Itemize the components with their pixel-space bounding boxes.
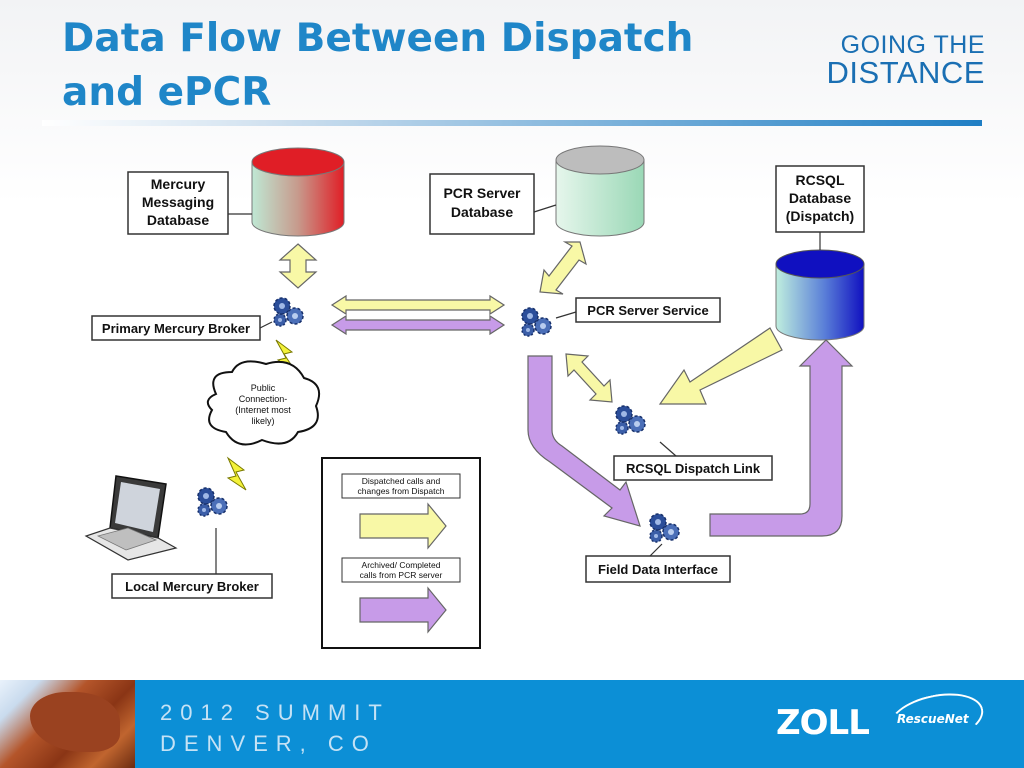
svg-text:RCSQL Dispatch Link: RCSQL Dispatch Link bbox=[626, 461, 761, 476]
legend-archive-arrow bbox=[359, 586, 447, 634]
local-broker-gears-icon bbox=[197, 487, 228, 517]
summit-line-1: 2012 SUMMIT bbox=[160, 700, 390, 725]
rcsql-database-label: RCSQL Database (Dispatch) bbox=[775, 165, 865, 233]
slide-title: Data Flow Between Dispatch and ePCR bbox=[62, 16, 694, 115]
legend-box: Dispatched calls and changes from Dispat… bbox=[321, 457, 481, 649]
svg-text:Field Data Interface: Field Data Interface bbox=[598, 562, 718, 577]
zoll-logo: ZOLL bbox=[776, 703, 870, 743]
svg-text:Archived/ Completed: Archived/ Completed bbox=[362, 560, 441, 570]
svg-text:Database: Database bbox=[789, 190, 851, 206]
service-to-field-purple-arrow bbox=[527, 355, 641, 527]
svg-text:Messaging: Messaging bbox=[142, 194, 214, 210]
laptop-icon bbox=[84, 475, 178, 561]
mercury-database-label: Mercury Messaging Database bbox=[127, 171, 229, 235]
pcr-server-database-cylinder bbox=[555, 145, 645, 237]
rcsql-db-to-link-arrow bbox=[658, 327, 783, 405]
svg-text:Dispatched calls and: Dispatched calls and bbox=[362, 476, 441, 486]
field-interface-gears-icon bbox=[649, 513, 680, 543]
svg-text:RCSQL: RCSQL bbox=[796, 172, 845, 188]
rcsql-database-cylinder bbox=[775, 249, 865, 341]
svg-text:Database: Database bbox=[451, 204, 513, 220]
summit-line-2: DENVER, CO bbox=[160, 731, 377, 756]
pcr-db-service-arrow bbox=[539, 241, 587, 295]
svg-text:PCR Server Service: PCR Server Service bbox=[587, 303, 708, 318]
primary-broker-gears-icon bbox=[273, 297, 304, 327]
lightning-bolt-lower bbox=[226, 456, 247, 491]
internet-cloud-icon: Public Connection- (Internet most likely… bbox=[206, 360, 320, 446]
tagline-logo: GOING THE DISTANCE bbox=[800, 32, 985, 88]
local-broker-label: Local Mercury Broker bbox=[111, 573, 273, 599]
tagline-line-2: DISTANCE bbox=[826, 55, 985, 90]
tagline-line-1: GOING THE bbox=[840, 31, 985, 59]
svg-text:Local Mercury Broker: Local Mercury Broker bbox=[125, 579, 259, 594]
pcr-service-gears-icon bbox=[521, 307, 552, 337]
broker-pcr-yellow-arrow bbox=[330, 294, 506, 316]
svg-text:Primary Mercury Broker: Primary Mercury Broker bbox=[102, 321, 250, 336]
rcsql-link-gears-icon bbox=[615, 405, 646, 435]
title-rule bbox=[42, 120, 982, 126]
svg-text:likely): likely) bbox=[251, 416, 274, 426]
mercury-db-broker-arrow bbox=[278, 243, 318, 289]
footer-bar bbox=[0, 680, 1024, 768]
rcsql-dispatch-link-label: RCSQL Dispatch Link bbox=[613, 455, 773, 481]
broker-pcr-purple-arrow bbox=[330, 314, 506, 336]
svg-text:Database: Database bbox=[147, 212, 209, 228]
svg-text:Mercury: Mercury bbox=[151, 176, 206, 192]
svg-text:(Internet most: (Internet most bbox=[235, 405, 291, 415]
service-rcsql-link-arrow bbox=[565, 353, 613, 403]
svg-text:Public: Public bbox=[251, 383, 276, 393]
summit-caption: 2012 SUMMIT DENVER, CO bbox=[160, 697, 390, 759]
legend-dispatch-arrow bbox=[359, 502, 447, 550]
primary-broker-label: Primary Mercury Broker bbox=[91, 315, 261, 341]
svg-text:(Dispatch): (Dispatch) bbox=[786, 208, 854, 224]
climber-photo bbox=[0, 680, 135, 768]
field-to-rcsql-purple-arrow bbox=[709, 339, 854, 537]
field-data-interface-label: Field Data Interface bbox=[585, 555, 731, 583]
svg-text:changes from Dispatch: changes from Dispatch bbox=[358, 486, 445, 496]
svg-text:Connection-: Connection- bbox=[239, 394, 288, 404]
svg-text:calls from PCR server: calls from PCR server bbox=[360, 570, 443, 580]
svg-text:PCR Server: PCR Server bbox=[443, 185, 521, 201]
rescuenet-logo: RescueNet bbox=[897, 712, 969, 726]
mercury-database-cylinder bbox=[251, 147, 345, 237]
pcr-server-service-label: PCR Server Service bbox=[575, 297, 721, 323]
pcr-server-database-label: PCR Server Database bbox=[429, 173, 535, 235]
data-flow-diagram: Mercury Messaging Database PCR Server Da… bbox=[84, 145, 865, 649]
